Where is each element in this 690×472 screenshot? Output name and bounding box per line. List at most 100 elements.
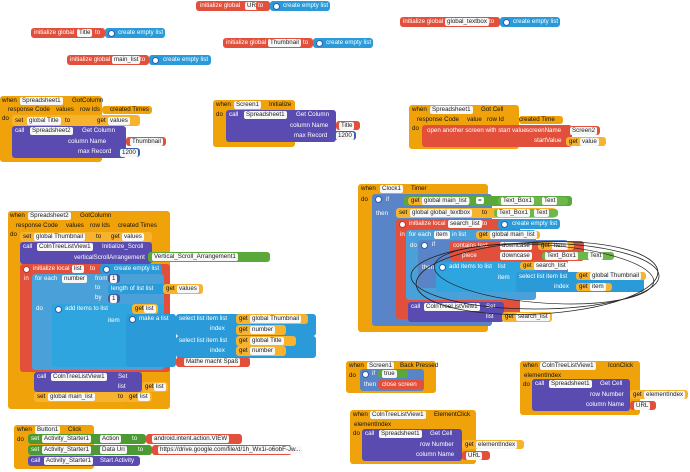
call-spreadsheet1-getcell-element[interactable]: call Spreadsheet1 Get Cell row Number co… — [362, 429, 462, 461]
get-list-2[interactable]: get list — [142, 382, 168, 392]
var-name: list — [144, 305, 156, 313]
create-empty-list-title[interactable]: create empty list — [105, 28, 165, 38]
textbox1-text-3[interactable]: Text_Box1 Text — [542, 252, 614, 260]
get-global-main-list-1[interactable]: get global main_list — [408, 197, 470, 205]
gear-icon[interactable] — [103, 265, 110, 273]
call-spreadsheet1-getcell-icon[interactable]: call Spreadsheet1 Get Cell row Number co… — [532, 379, 630, 411]
get-number-1[interactable]: get number — [236, 325, 286, 335]
compare-eq[interactable]: = — [404, 196, 572, 206]
open-another-screen[interactable]: open another screen with start value scr… — [422, 125, 572, 147]
call-spreadsheet1-getcolumn[interactable]: call Spreadsheet1 Get Column column Name… — [226, 110, 336, 142]
call-activity-start[interactable]: call Activity_Starter1 Start Activity — [28, 456, 140, 466]
init-global-title[interactable]: initialize global Title to — [31, 28, 105, 38]
string-url-1[interactable]: URL — [630, 401, 656, 410]
gear-icon[interactable] — [55, 305, 62, 313]
gear-icon[interactable] — [399, 220, 406, 228]
get-search-list-2[interactable]: get search_list — [502, 312, 552, 322]
init-global-thumbnail[interactable]: initialize global Thumbnail to — [223, 38, 313, 48]
gear-icon[interactable] — [421, 241, 428, 249]
var-name: number — [62, 275, 87, 283]
get-global-thumbnail-1[interactable]: get global Thumbnail — [236, 314, 308, 324]
call-spreadsheet2-getcolumn[interactable]: call Spreadsheet2 Get Column column Name… — [12, 126, 126, 158]
gear-icon[interactable] — [129, 315, 136, 323]
create-empty-list-textbox[interactable]: create empty list — [500, 17, 560, 27]
create-empty-list-url[interactable]: create empty list — [270, 1, 330, 11]
number-1-by[interactable]: 1 — [108, 294, 120, 303]
string-url-2[interactable]: URL — [462, 451, 490, 460]
call-colntree-set-2[interactable]: call ColnTreeListView1 Set list — [408, 302, 504, 322]
if-label: if — [432, 241, 436, 248]
downcase-2[interactable]: downcase — [496, 251, 546, 260]
gear-icon[interactable] — [108, 29, 115, 37]
get-list-1[interactable]: get list — [132, 304, 158, 314]
gear-icon[interactable] — [375, 196, 382, 203]
get-elementindex-1[interactable]: get elementIndex — [630, 390, 688, 399]
string-data-uri[interactable]: https://drive.google.com/file/d/1h_Wx1i-… — [152, 445, 303, 455]
var-name: elementIndex — [644, 390, 686, 399]
get-elementindex-2[interactable]: get elementIndex — [462, 440, 524, 449]
label: downcase — [500, 251, 532, 260]
do-label: do — [353, 430, 360, 437]
get-number-2[interactable]: get number — [236, 346, 286, 356]
gear-icon[interactable] — [501, 220, 508, 228]
number-1-from[interactable]: 1 — [108, 274, 120, 283]
close-screen[interactable]: close screen — [378, 380, 424, 389]
component-name: Spreadsheet1 — [379, 430, 422, 438]
string-title[interactable]: Title — [336, 121, 360, 130]
component-name: Spreadsheet1 — [20, 97, 63, 105]
set-global-thumbnail[interactable]: set global Thumbnail to — [20, 232, 150, 242]
get-values-2[interactable]: get values — [108, 232, 152, 242]
set-global-title[interactable]: set global Title to — [12, 115, 140, 126]
eq-label: = — [476, 197, 484, 205]
gear-icon[interactable] — [503, 18, 510, 26]
string-mathe[interactable]: Mathe macht Spaß — [176, 357, 250, 367]
string-action-view[interactable]: android.intent.action.VIEW — [146, 434, 242, 444]
get-list-3[interactable]: get list — [126, 392, 152, 402]
gear-icon[interactable] — [23, 265, 30, 273]
gear-icon[interactable] — [439, 263, 446, 271]
get-value[interactable]: get value — [566, 137, 606, 146]
create-empty-list-local[interactable]: create empty list — [100, 264, 162, 274]
call-colntree-init-scroll[interactable]: call ColnTreeListView1 Initialize_Scroll… — [20, 242, 152, 264]
init-global-main-list[interactable]: initialize global main_list to — [67, 55, 149, 65]
gear-icon[interactable] — [362, 370, 369, 378]
create-empty-list-search[interactable]: create empty list — [498, 219, 560, 229]
gear-icon[interactable] — [316, 39, 323, 47]
string-screen2[interactable]: Screen2 — [566, 126, 600, 135]
call-colntree-set-1[interactable]: call ColnTreeListView1 Set list — [34, 372, 142, 392]
number-1200-b[interactable]: 1200 — [334, 131, 356, 140]
label: downcase — [500, 241, 532, 250]
set-activity-datauri[interactable]: set Activity_Starter1 Data Uri to — [28, 445, 152, 455]
get-values[interactable]: get values — [94, 116, 140, 125]
set-global-textbox[interactable]: set global global_textbox to — [396, 208, 556, 218]
init-global-url[interactable]: initialize global URL — [196, 1, 270, 11]
gear-icon[interactable] — [273, 2, 280, 10]
get-global-main-list-2[interactable]: get global main_list — [476, 231, 540, 239]
textbox1-text-1[interactable]: Text_Box1 Text — [498, 197, 568, 205]
length-of-list[interactable]: length of list list — [108, 284, 188, 294]
create-empty-list-main[interactable]: create empty list — [149, 55, 211, 65]
get-search-list-1[interactable]: get search_list — [520, 262, 568, 270]
init-global-textbox[interactable]: initialize global global_textbox to — [400, 17, 500, 27]
bool-true[interactable]: true — [378, 370, 408, 378]
get-global-title[interactable]: get global Title — [236, 336, 296, 346]
set-activity-action[interactable]: set Activity_Starter1 Action to — [28, 434, 146, 444]
get-values-3[interactable]: get values — [163, 284, 203, 294]
get-global-thumbnail-2[interactable]: get global Thumbnail — [576, 272, 646, 280]
component-vertical-scroll[interactable]: Vertical_Scroll_Arrangement1 — [148, 252, 270, 262]
downcase-1[interactable]: downcase — [496, 241, 546, 250]
label: initialize global — [70, 56, 111, 63]
make-a-list[interactable]: make a list — [126, 314, 176, 367]
textbox1-text-2[interactable]: Text_Box1 Text — [494, 209, 558, 217]
gear-icon[interactable] — [152, 56, 159, 64]
set-label: set — [399, 209, 408, 216]
prop-name: Text — [542, 197, 558, 205]
number-1200-a[interactable]: 1200 — [118, 148, 140, 157]
label: create empty list — [326, 39, 372, 46]
string-thumbnail[interactable]: Thumbnail — [126, 137, 166, 146]
get-item-2[interactable]: get item — [576, 283, 612, 291]
var-name: global Title — [27, 116, 61, 125]
call-label: call — [535, 380, 545, 387]
create-empty-list-thumbnail[interactable]: create empty list — [313, 38, 373, 48]
set-global-main-list[interactable]: set global main_list to — [34, 392, 128, 402]
